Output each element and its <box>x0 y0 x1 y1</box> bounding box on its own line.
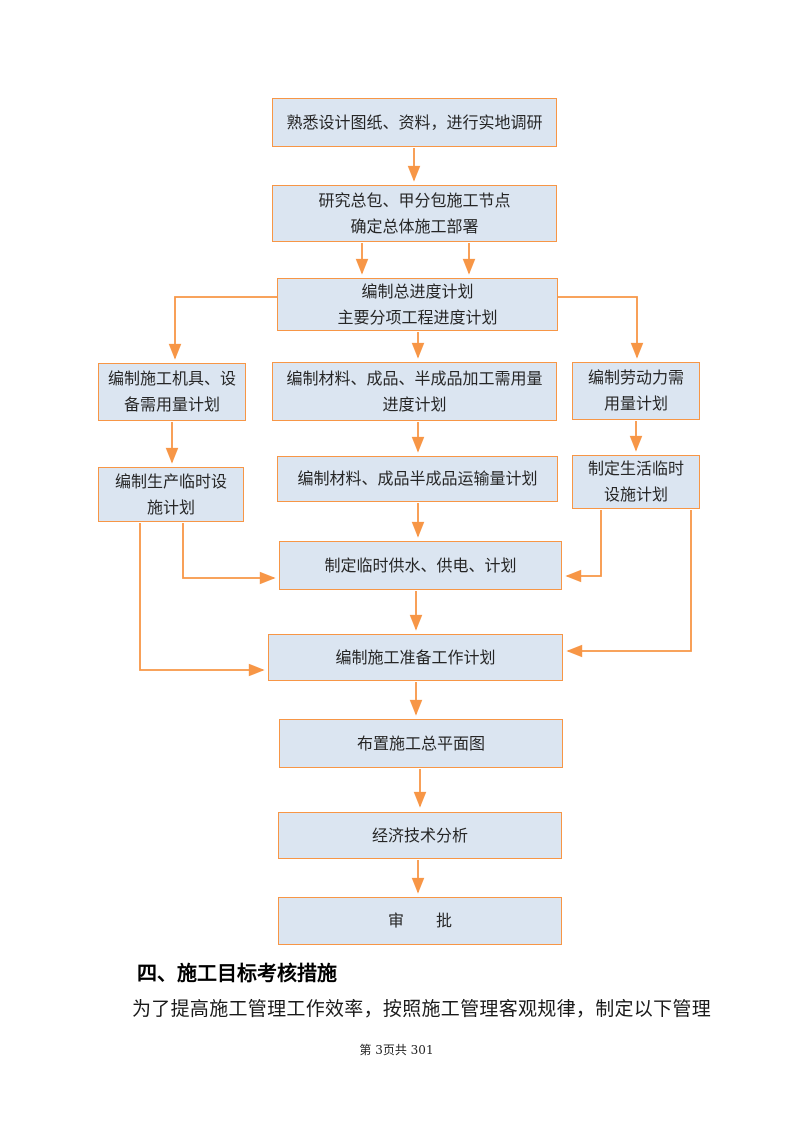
flow-box-economic-analysis: 经济技术分析 <box>278 812 562 859</box>
arrow-box7-to-box11 <box>139 523 265 677</box>
arrow-box3-to-box4 <box>168 296 277 360</box>
flow-box-master-schedule: 编制总进度计划 主要分项工程进度计划 <box>277 278 558 331</box>
section-paragraph: 为了提高施工管理工作效率，按照施工管理客观规律，制定以下管理 <box>132 998 712 1020</box>
flow-box-preparation-work-plan: 编制施工准备工作计划 <box>268 634 563 681</box>
page-number: 第 3页共 301 <box>359 1043 434 1057</box>
flow-box-temp-water-power-plan: 制定临时供水、供电、计划 <box>279 541 562 590</box>
flow-box-site-layout-plan: 布置施工总平面图 <box>279 719 563 768</box>
flow-box-production-temp-facility: 编制生产临时设 施计划 <box>98 467 244 522</box>
arrow-box9-to-box11 <box>566 510 692 658</box>
arrow-box9-to-box10 <box>565 510 602 583</box>
flow-box-transport-volume-plan: 编制材料、成品半成品运输量计划 <box>277 456 558 502</box>
section-heading: 四、施工目标考核措施 <box>137 961 337 985</box>
flow-box-machinery-equipment-plan: 编制施工机具、设 备需用量计划 <box>98 363 246 421</box>
arrow-box7-to-box10 <box>182 523 276 585</box>
flow-box-materials-processing-plan: 编制材料、成品、半成品加工需用量 进度计划 <box>272 362 557 421</box>
flow-box-approval: 审 批 <box>278 897 562 945</box>
flow-box-labor-demand-plan: 编制劳动力需 用量计划 <box>572 362 700 420</box>
flow-box-research-nodes: 研究总包、甲分包施工节点 确定总体施工部署 <box>272 185 557 242</box>
flow-box-living-temp-facility: 制定生活临时 设施计划 <box>572 455 700 509</box>
flow-box-familiarize-drawings: 熟悉设计图纸、资料，进行实地调研 <box>272 98 557 147</box>
arrow-box3-to-box6 <box>558 296 644 359</box>
